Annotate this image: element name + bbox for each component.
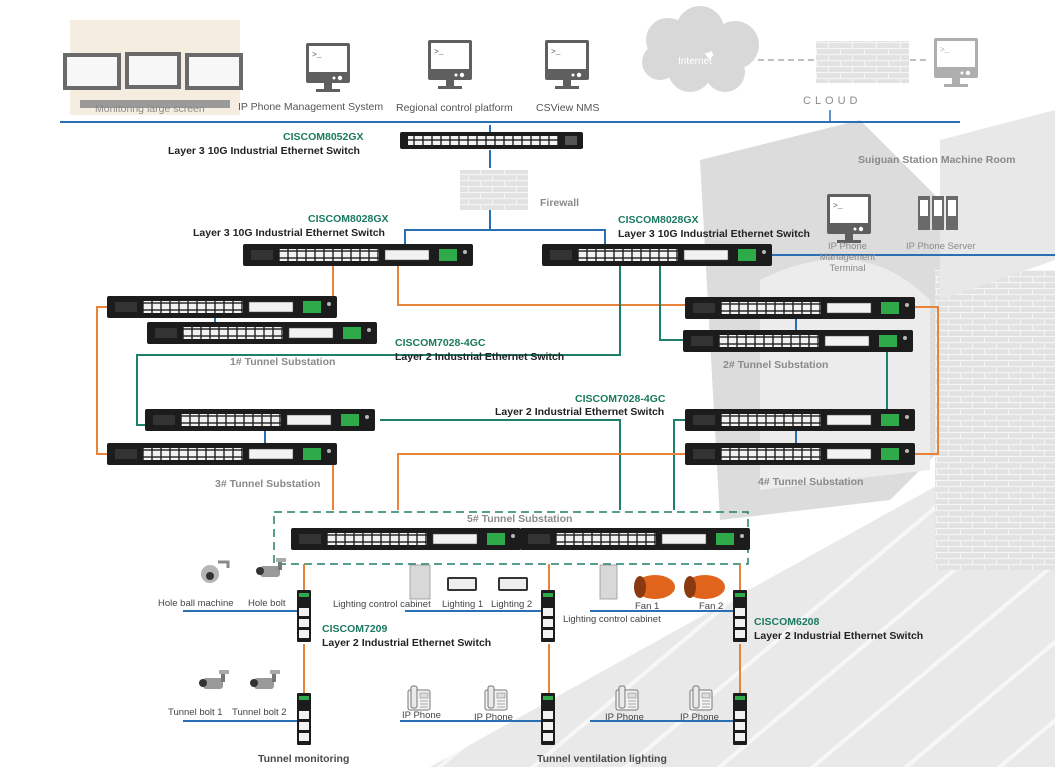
agg-left-model-label: CISCOM8028GX xyxy=(308,213,389,225)
aggregation-switch-right-icon xyxy=(542,244,772,266)
core-switch-icon xyxy=(400,132,583,149)
substation-3-label: 3# Tunnel Substation xyxy=(215,478,321,490)
room-title-label: Suiguan Station Machine Room xyxy=(858,154,1016,166)
hole-ball-label: Hole ball machine xyxy=(158,598,234,609)
sw6208-desc-label: Layer 2 Industrial Ethernet Switch xyxy=(754,630,924,642)
ip-phone-2-label: IP Phone xyxy=(474,712,513,723)
tunnel-ventilation-label: Tunnel ventilation lighting xyxy=(537,753,667,765)
ip-phone-management-system-icon xyxy=(306,43,350,92)
lighting-1-label: Lighting 1 xyxy=(442,599,484,610)
room-server-label: IP Phone Server xyxy=(906,241,976,252)
substation-1-label: 1# Tunnel Substation xyxy=(230,356,336,368)
firewall-icon xyxy=(460,170,528,210)
csview-label: CSView NMS xyxy=(536,102,600,114)
sw6208-model-label: CISCOM6208 xyxy=(754,616,820,628)
l2a-desc-label: Layer 2 Industrial Ethernet Switch xyxy=(395,351,565,363)
hole-bolt-label: Hole bolt xyxy=(248,598,286,609)
firewall-label: Firewall xyxy=(540,197,580,209)
core-model-label: CISCOM8052GX xyxy=(283,131,364,143)
monitoring-screen-label: Monitoring large screen xyxy=(95,103,205,115)
sw7209-model-label: CISCOM7209 xyxy=(322,623,388,635)
core-desc-label: Layer 3 10G Industrial Ethernet Switch xyxy=(168,145,360,157)
cloud-label: CLOUD xyxy=(803,95,862,107)
lighting-cabinet-2-label: Lighting control cabinet xyxy=(563,614,661,625)
l2b-model-label: CISCOM7028-4GC xyxy=(575,393,666,405)
ip-phone-4-label: IP Phone xyxy=(680,712,719,723)
cloud-firewall-icon xyxy=(816,41,909,83)
aggregation-switch-left-icon xyxy=(243,244,473,266)
csview-nms-icon xyxy=(545,40,589,89)
lighting-2-label: Lighting 2 xyxy=(491,599,533,610)
ip-phone-1-label: IP Phone xyxy=(402,710,441,721)
tunnel-bolt-2-label: Tunnel bolt 2 xyxy=(232,707,287,718)
substation-5-label: 5# Tunnel Substation xyxy=(467,513,573,525)
room-terminal-label: IP Phone Management Terminal xyxy=(819,241,876,274)
tunnel-bolt-1-label: Tunnel bolt 1 xyxy=(168,707,223,718)
substation-2-label: 2# Tunnel Substation xyxy=(723,359,829,371)
internet-cloud-icon xyxy=(640,8,760,88)
fan-1-label: Fan 1 xyxy=(635,601,660,612)
internet-label: Internet xyxy=(678,56,712,67)
agg-right-desc-label: Layer 3 10G Industrial Ethernet Switch xyxy=(618,228,810,240)
monitoring-large-screen-icon xyxy=(63,52,243,108)
l2b-desc-label: Layer 2 Industrial Ethernet Switch xyxy=(495,406,665,418)
regional-control-platform-icon xyxy=(428,40,472,89)
l2a-model-label: CISCOM7028-4GC xyxy=(395,337,486,349)
tunnel-monitoring-label: Tunnel monitoring xyxy=(258,753,350,765)
ipphone-mgmt-label: IP Phone Management System xyxy=(238,101,384,113)
agg-left-desc-label: Layer 3 10G Industrial Ethernet Switch xyxy=(193,227,385,239)
fan-icon xyxy=(635,575,730,601)
regional-platform-label: Regional control platform xyxy=(396,102,513,114)
sw7209-desc-label: Layer 2 Industrial Ethernet Switch xyxy=(322,637,492,649)
ip-phone-server-icon xyxy=(918,196,958,230)
fan-2-label: Fan 2 xyxy=(699,601,724,612)
substation-4-label: 4# Tunnel Substation xyxy=(758,476,864,488)
agg-right-model-label: CISCOM8028GX xyxy=(618,214,699,226)
ip-phone-3-label: IP Phone xyxy=(605,712,644,723)
lighting-cabinet-1-label: Lighting control cabinet xyxy=(333,599,431,610)
